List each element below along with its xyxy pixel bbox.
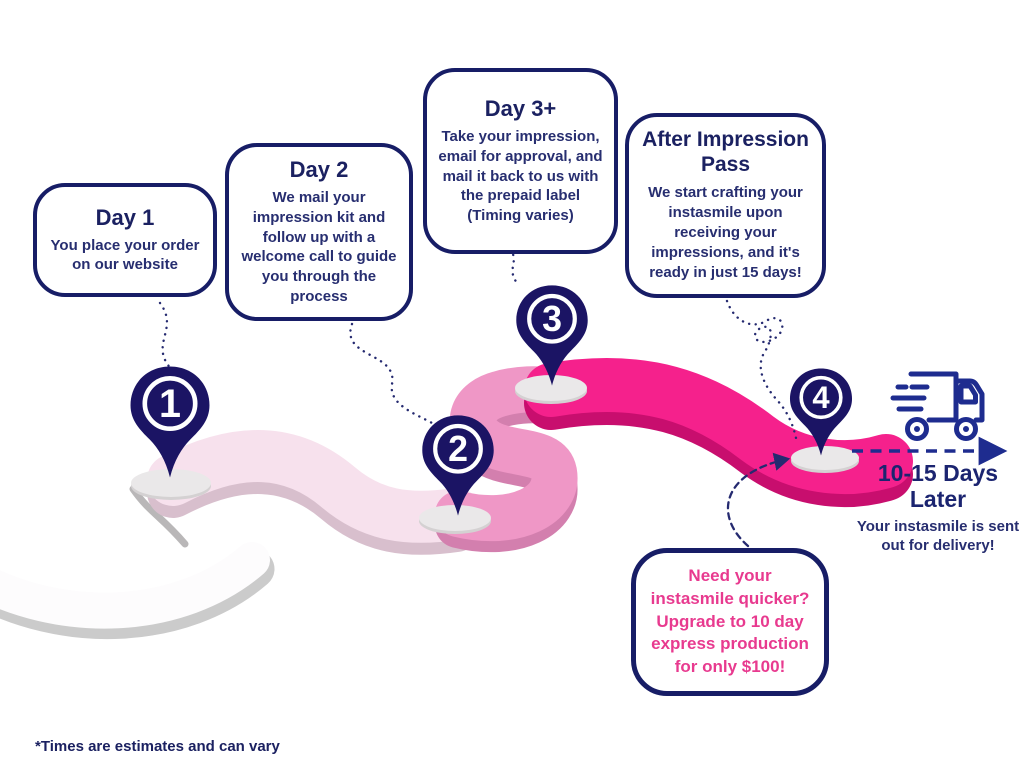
connector-express-pin4 [726,452,791,548]
step-bubble-day3: Day 3+ Take your impression, email for a… [423,68,618,254]
road-curl-shadow [129,485,189,548]
step-body: Take your impression, email for approval… [438,127,603,225]
step-body: We mail your impression kit and follow u… [241,188,397,306]
step-title: Day 2 [289,156,349,182]
footnote: *Times are estimates and can vary [35,738,280,755]
express-upgrade-bubble: Need your instasmile quicker? Upgrade to… [631,548,829,696]
map-pin-icon-2: 2 [422,415,494,516]
step-body: You place your order on our website [50,236,200,274]
map-pin-icon-4: 4 [789,368,853,456]
delivery-text-block: 10-15 Days Later Your instasmile is sent… [855,460,1021,556]
step-title: Day 3+ [484,95,557,121]
connector-day2-pin2 [349,322,442,430]
delivery-truck-icon [890,371,985,441]
connector-day3-pin3 [508,247,519,285]
step-bubble-day2: Day 2 We mail your impression kit and fo… [225,143,413,321]
step-title: After Impression Pass [642,128,809,177]
step-bubble-after-impression-pass: After Impression Pass We start crafting … [625,113,826,298]
dotted-connectors [158,247,798,440]
map-pin-icon-1: 1 [130,366,210,478]
delivery-title: 10-15 Days Later [877,460,999,513]
pin-number-1: 1 [159,382,181,426]
delivery-body: Your instasmile is sent out for delivery… [856,517,1020,555]
pin-number-3: 3 [542,299,562,339]
road-start [0,542,270,629]
pin-base-ellipses [131,375,859,534]
step-bubble-day1: Day 1 You place your order on our websit… [33,183,217,297]
road-segment-pink [435,366,578,542]
express-upgrade-text: Need your instasmile quicker? Upgrade to… [650,566,810,677]
connector-day1-pin1 [158,301,174,372]
pin-number-4: 4 [812,380,830,415]
step-title: Day 1 [95,204,155,230]
pin-number-2: 2 [448,429,468,469]
map-pin-icon-3: 3 [516,285,588,386]
step-body: We start crafting your instasmile upon r… [648,183,803,281]
road-segment-lightpink [147,430,482,543]
